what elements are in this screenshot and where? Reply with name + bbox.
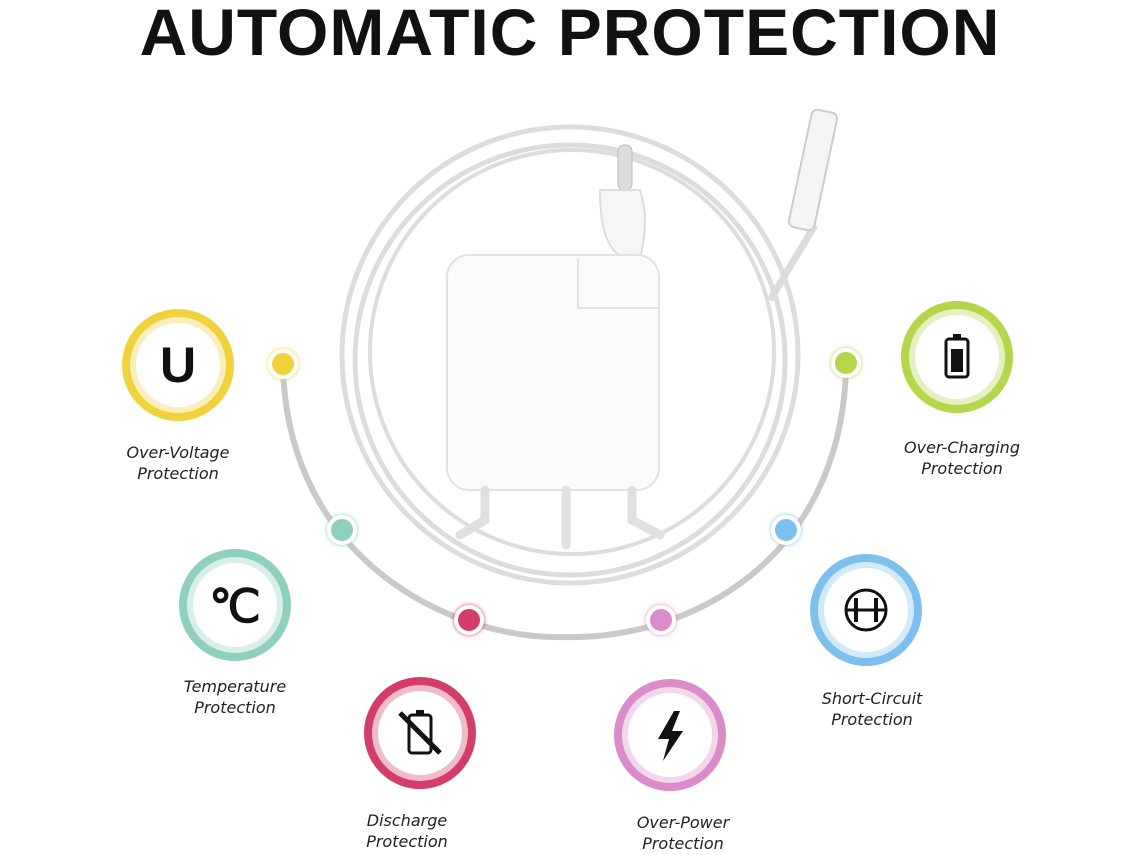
short-circuit-icon [844,588,888,632]
voltage-u-icon: U [160,337,196,393]
connector-dot-over-power [646,605,676,635]
badge-temperature: ℃ [179,549,291,661]
connector-arc [280,369,849,641]
connector-dot-temperature [327,515,357,545]
lightning-icon [658,711,683,761]
svg-text:U: U [160,337,196,393]
connector-dot-over-charging [831,348,861,378]
no-battery-icon [398,710,442,755]
badge-discharge [364,677,476,789]
power-adapter-image [339,108,839,586]
badge-over-power [614,679,726,791]
connector-dot-over-voltage [268,349,298,379]
celsius-icon: ℃ [209,580,261,632]
badge-over-voltage: U [122,309,234,421]
connector-dot-discharge [454,605,484,635]
badge-short-circuit [810,554,922,666]
connector-dot-short-circuit [771,515,801,545]
page-title: AUTOMATIC PROTECTION [139,0,1001,69]
badge-over-charging [901,301,1013,413]
svg-text:℃: ℃ [209,580,261,632]
battery-full-icon [944,334,970,379]
